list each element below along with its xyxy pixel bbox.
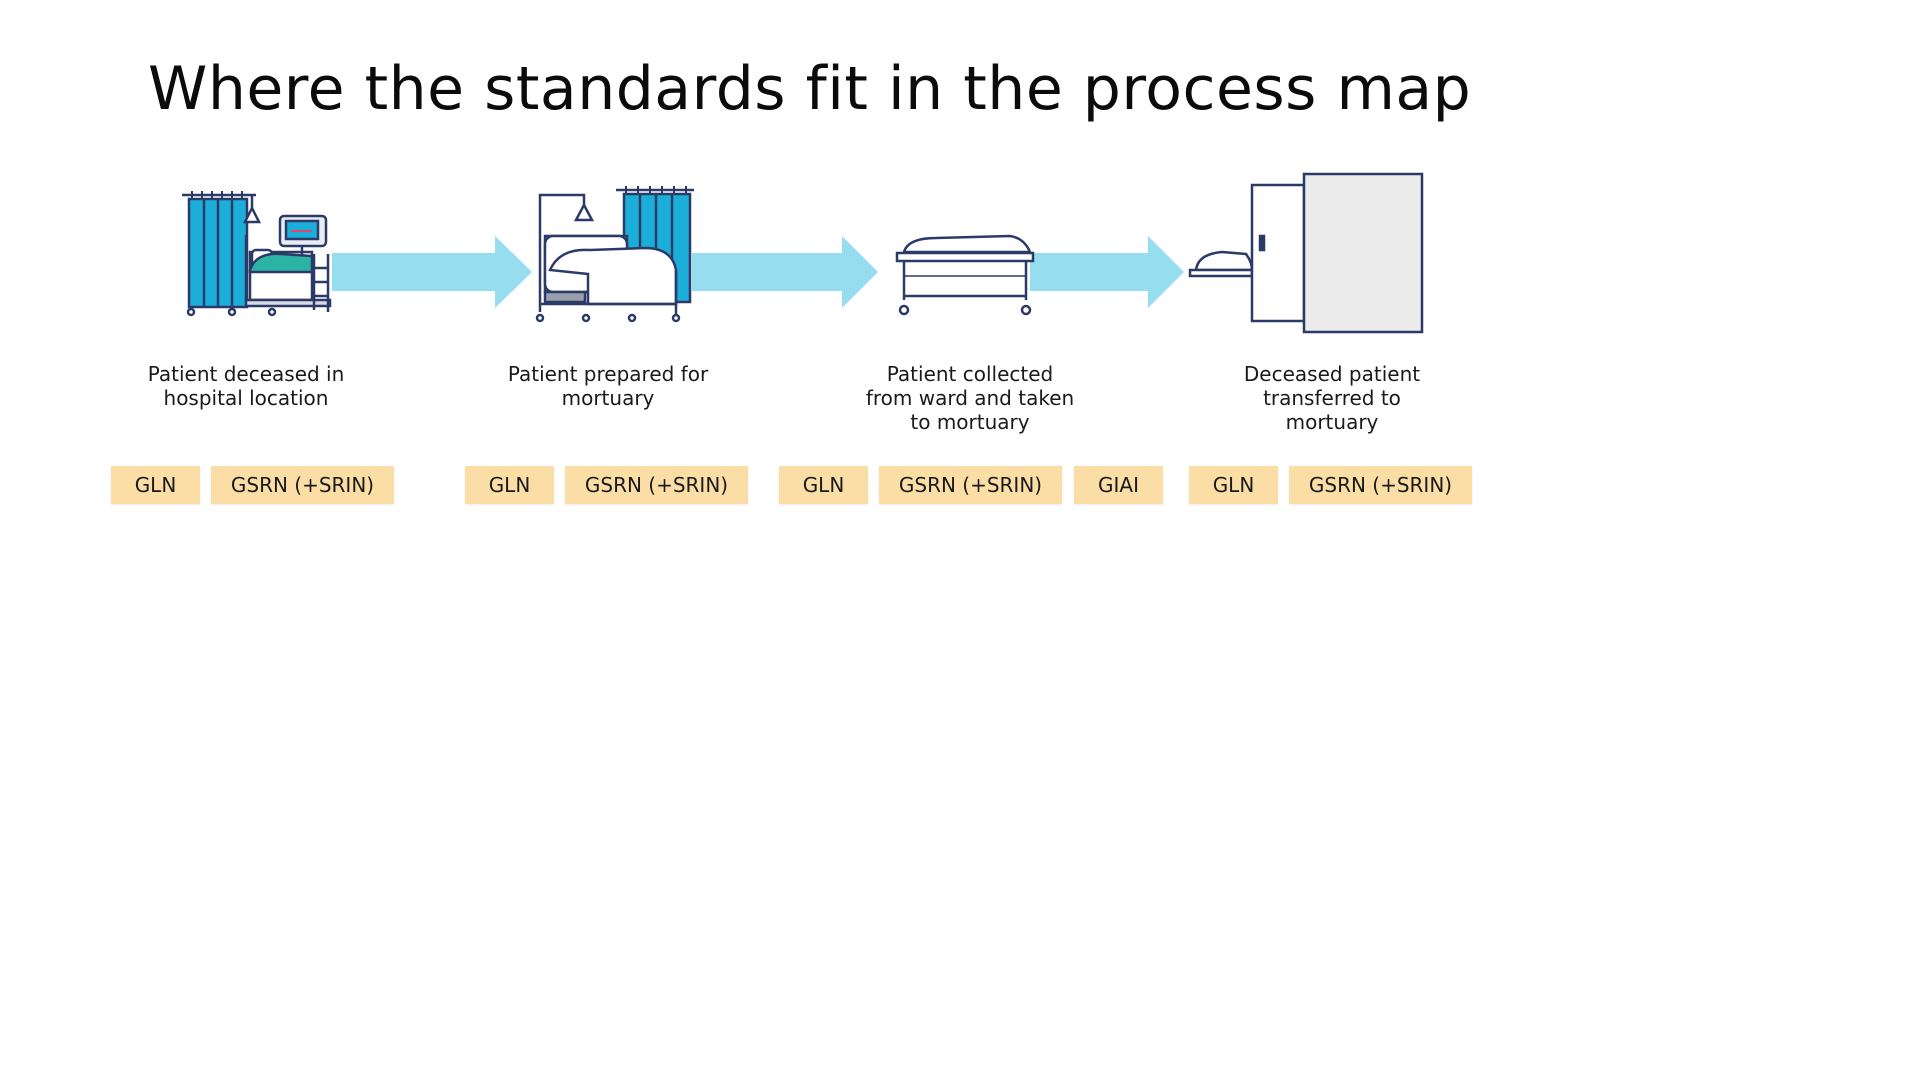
flow-arrow-3-icon bbox=[1030, 236, 1184, 308]
flow-arrow-2-icon bbox=[692, 236, 878, 308]
step-3-tag-gsrn: GSRN (+SRIN) bbox=[879, 466, 1062, 504]
step-3-label: Patient collected from ward and taken to… bbox=[865, 362, 1075, 434]
flow-arrow-1-icon bbox=[332, 236, 532, 308]
step-1-tag-gsrn: GSRN (+SRIN) bbox=[211, 466, 394, 504]
step-4-tag-gln: GLN bbox=[1189, 466, 1278, 504]
step-4-label: Deceased patient transferred to mortuary bbox=[1243, 362, 1421, 434]
hospital-bed-monitor-icon bbox=[182, 191, 332, 317]
step-2-label: Patient prepared for mortuary bbox=[507, 362, 709, 410]
step-1-label: Patient deceased in hospital location bbox=[147, 362, 345, 410]
step-4-tag-gsrn: GSRN (+SRIN) bbox=[1289, 466, 1472, 504]
step-2-tag-gln: GLN bbox=[465, 466, 554, 504]
mortuary-trolley-icon bbox=[895, 234, 1035, 316]
step-3-tag-giai: GIAI bbox=[1074, 466, 1163, 504]
step-1-tag-gln: GLN bbox=[111, 466, 200, 504]
step-3-tag-gln: GLN bbox=[779, 466, 868, 504]
page-title: Where the standards fit in the process m… bbox=[148, 54, 1472, 124]
covered-patient-bed-icon bbox=[535, 186, 694, 323]
step-2-tag-gsrn: GSRN (+SRIN) bbox=[565, 466, 748, 504]
mortuary-fridge-icon bbox=[1188, 172, 1424, 334]
